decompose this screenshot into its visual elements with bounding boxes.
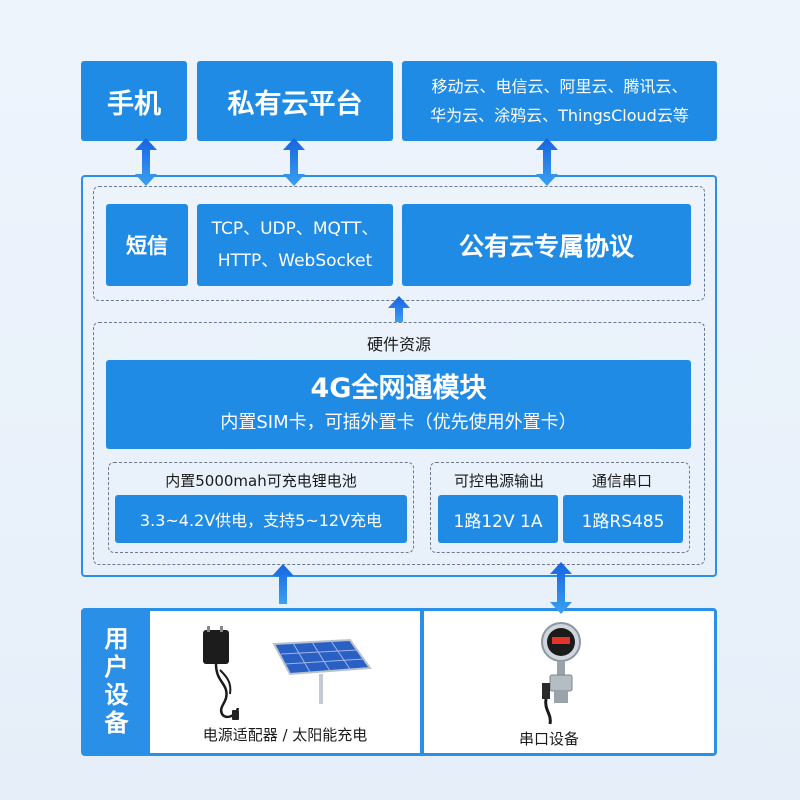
serial-port-label: 通信串口	[591, 472, 652, 490]
power-output-value: 1路12V 1A	[453, 511, 543, 532]
battery-label: 内置5000mah可充电锂电池	[165, 472, 357, 490]
user-devices-label: 用户设备	[100, 626, 128, 738]
pressure-gauge-icon	[541, 622, 581, 725]
public-clouds-line1: 移动云、电信云、阿里云、腾讯云、	[431, 77, 688, 96]
public-protocol-label: 公有云专属协议	[458, 232, 634, 261]
battery-group	[108, 462, 414, 553]
hardware-group	[93, 322, 705, 565]
serial-devices-caption: 串口设备	[518, 730, 579, 748]
tcp-line2: HTTP、WebSocket	[217, 251, 373, 271]
power-output-label: 可控电源输出	[453, 472, 544, 490]
private-cloud-box: 私有云平台	[197, 61, 393, 141]
sms-box: 短信	[106, 204, 188, 286]
public-protocol-box: 公有云专属协议	[402, 204, 691, 286]
public-clouds-box: 移动云、电信云、阿里云、腾讯云、 华为云、涂鸦云、ThingsCloud云等	[402, 61, 717, 141]
4g-module-subtitle: 内置SIM卡，可插外置卡（优先使用外置卡）	[220, 411, 577, 433]
io-group	[430, 462, 690, 553]
sms-label: 短信	[126, 234, 168, 258]
tcp-protocols-box: TCP、UDP、MQTT、 HTTP、WebSocket	[197, 204, 393, 286]
serial-port-value: 1路RS485	[581, 511, 665, 532]
power-input-arrow	[272, 564, 294, 604]
power-adapter-icon	[203, 626, 240, 720]
phone-link-arrow	[135, 138, 157, 186]
private-cloud-label: 私有云平台	[227, 88, 363, 120]
phone-box: 手机	[81, 61, 187, 141]
user-devices-label-area: 用户设备	[81, 608, 148, 756]
serial-port-box: 1路RS485	[563, 495, 683, 543]
public-cloud-link-arrow	[536, 138, 558, 186]
hardware-label: 硬件资源	[366, 335, 431, 354]
power-devices-caption: 电源适配器 / 太阳能充电	[202, 726, 368, 744]
4g-module-box: 4G全网通模块 内置SIM卡，可插外置卡（优先使用外置卡）	[106, 360, 691, 449]
battery-spec: 3.3~4.2V供电，支持5~12V充电	[139, 511, 383, 530]
power-output-box: 1路12V 1A	[438, 495, 558, 543]
tcp-line1: TCP、UDP、MQTT、	[211, 219, 379, 239]
phone-label: 手机	[107, 88, 161, 120]
4g-module-title: 4G全网通模块	[310, 372, 487, 404]
serial-link-arrow	[550, 562, 572, 614]
private-cloud-link-arrow	[283, 138, 305, 186]
solar-panel-icon	[272, 638, 372, 704]
gateway-panel	[81, 175, 717, 577]
battery-spec-box: 3.3~4.2V供电，支持5~12V充电	[115, 495, 407, 543]
public-clouds-line2: 华为云、涂鸦云、ThingsCloud云等	[430, 106, 689, 125]
hardware-to-protocol-arrow	[388, 296, 410, 322]
power-devices-cell	[150, 611, 420, 753]
